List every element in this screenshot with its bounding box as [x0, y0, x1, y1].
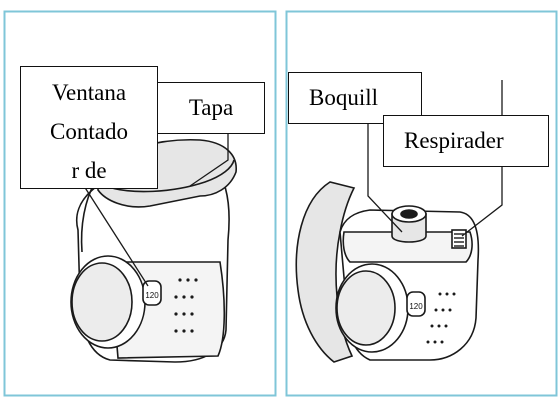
right-grip-dots: [426, 292, 456, 344]
end-cap-inner: [71, 262, 133, 342]
label-counter-window-line3: r de: [71, 158, 107, 183]
inhaler-open: [295, 181, 480, 363]
vent-slats: [454, 233, 464, 247]
label-counter-window-line2: Contado: [50, 119, 128, 144]
counter-window: [142, 280, 162, 306]
top-plate: [342, 231, 473, 263]
label-counter-window: Ventana Contado r de: [20, 66, 158, 189]
left-leader-lines: [83, 134, 229, 287]
mouthpiece-hole: [400, 209, 418, 219]
label-cap: Tapa: [157, 82, 265, 134]
right-counter-number: 120: [409, 302, 423, 311]
open-end-cap-inner: [336, 270, 396, 346]
label-air-vent: Respirader: [383, 115, 549, 167]
right-leader-lines: [367, 80, 503, 237]
label-counter-window-line1: Ventana: [51, 80, 127, 105]
cap-edge: [102, 159, 235, 193]
left-counter-number: 120: [145, 291, 159, 300]
left-grip-dots: [174, 278, 198, 333]
open-counter-window: [406, 291, 426, 317]
inhaler-closed: [70, 138, 237, 363]
